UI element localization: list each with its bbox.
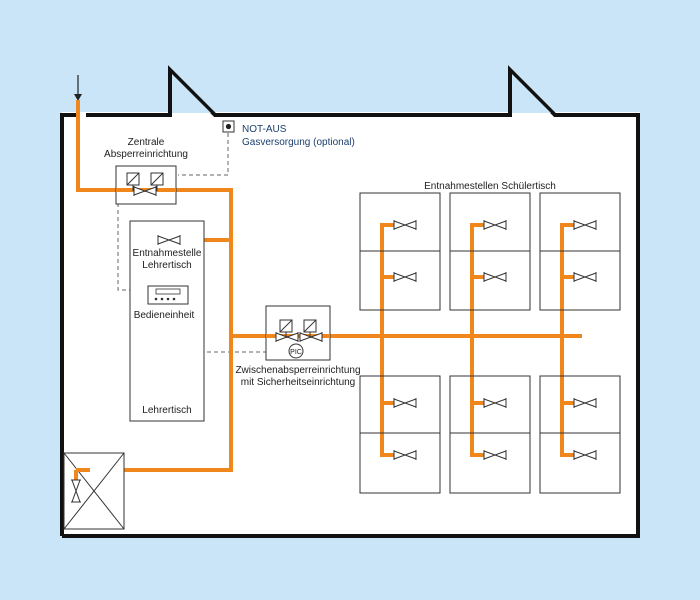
control-unit-icon [147, 285, 189, 305]
intermediate-shutoff-label: mit Sicherheitseinrichtung [241, 377, 356, 388]
teacher-table-label: Lehrertisch [142, 405, 191, 416]
intermediate-shutoff-label: Zwischenabsperreinrichtung [235, 365, 360, 376]
student-tables [359, 192, 621, 494]
pic-icon [288, 343, 304, 359]
teacher-table [129, 220, 205, 422]
teacher-outlet-label: Entnahmestelle [133, 248, 202, 259]
intermediate-shutoff-box: PIC [265, 305, 331, 361]
student-outlets-label: Entnahmestellen Schülertisch [424, 181, 556, 192]
emergency-stop-label: NOT-AUS [242, 124, 287, 135]
gas-cylinder-cabinet-icon [63, 452, 125, 530]
central-shutoff-label: Zentrale [128, 137, 165, 148]
central-shutoff-label: Absperreinrichtung [104, 149, 188, 160]
central-shutoff-box [115, 165, 177, 205]
emergency-stop-label: Gasversorgung (optional) [242, 137, 355, 148]
emergency-stop-icon [222, 120, 235, 133]
control-unit-label: Bedieneinheit [134, 310, 195, 321]
arrow-down-icon [74, 75, 82, 101]
pic-label: PIC [290, 349, 302, 356]
teacher-outlet-label: Lehrertisch [142, 260, 191, 271]
